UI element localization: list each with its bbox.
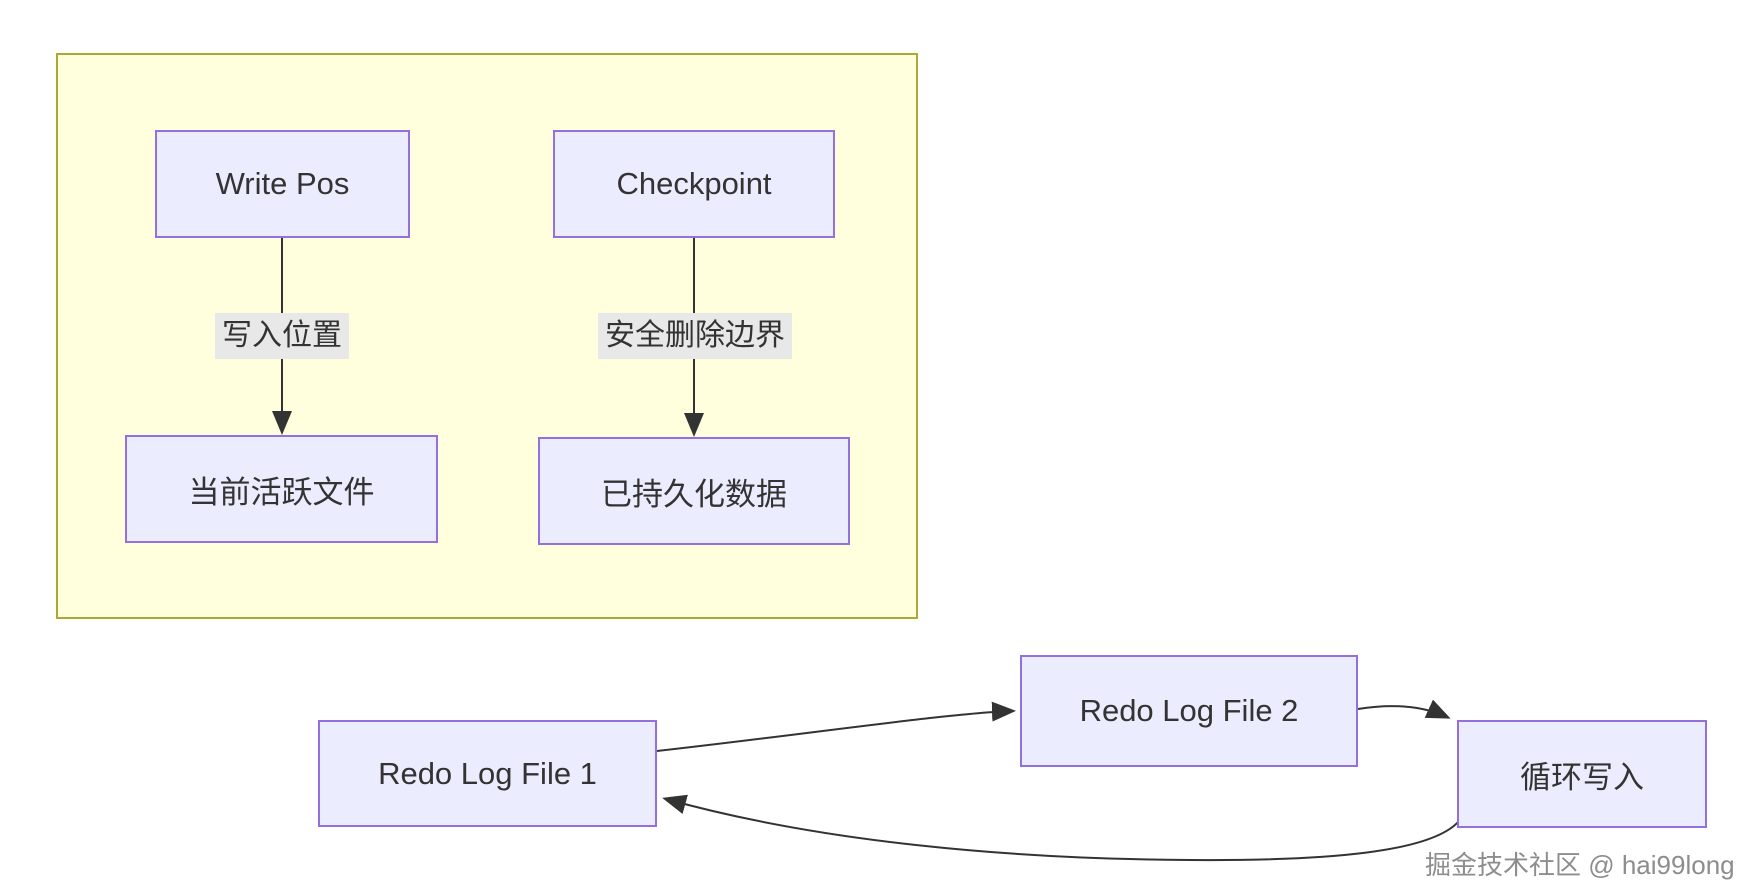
node-cyclic-write: 循环写入	[1457, 720, 1707, 828]
edge-redo2-to-cycle	[1357, 699, 1451, 719]
edge-label-write-position: 写入位置	[215, 313, 349, 359]
node-redo-log-file-1: Redo Log File 1	[318, 720, 657, 827]
node-persisted-data: 已持久化数据	[538, 437, 850, 545]
watermark-text: 掘金技术社区 @ hai99long	[1425, 850, 1735, 880]
node-redo-log-file-2: Redo Log File 2	[1020, 655, 1358, 767]
edge-cycle-to-redo1	[662, 794, 1460, 862]
node-write-pos: Write Pos	[155, 130, 410, 238]
edge-label-safe-delete-boundary: 安全删除边界	[598, 313, 792, 359]
node-current-active-file: 当前活跃文件	[125, 435, 438, 543]
edge-redo1-to-redo2	[656, 701, 1016, 752]
node-checkpoint: Checkpoint	[553, 130, 835, 238]
